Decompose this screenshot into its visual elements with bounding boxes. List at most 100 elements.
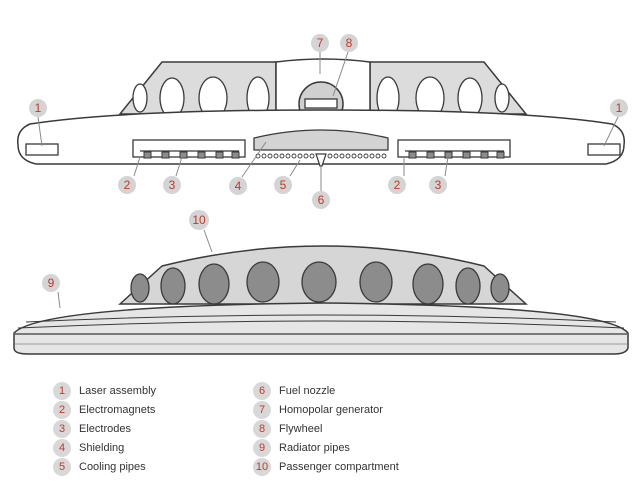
cooling-pipe	[309, 153, 315, 159]
legend-item: 5 Cooling pipes	[53, 457, 146, 477]
fuel-nozzle	[315, 153, 327, 167]
window-oval	[494, 83, 510, 113]
svg-text:7: 7	[317, 36, 324, 50]
cooling-pipe	[279, 153, 285, 159]
cooling-pipe	[261, 153, 267, 159]
callout-7: 7	[311, 34, 329, 52]
electrode	[161, 151, 170, 159]
electrode	[231, 151, 240, 159]
callouts: 1 1 7 8 2 3 4 5 6 2 3 10 9	[29, 34, 628, 292]
porthole	[130, 273, 150, 303]
svg-text:8: 8	[346, 36, 353, 50]
legend-number-badge: 2	[53, 401, 71, 419]
svg-text:3: 3	[169, 178, 176, 192]
svg-text:3: 3	[435, 178, 442, 192]
legend-item: 4 Shielding	[53, 438, 124, 458]
porthole	[160, 267, 186, 305]
callout-1-right: 1	[610, 99, 628, 117]
legend-item: 6 Fuel nozzle	[253, 381, 335, 401]
callout-3-left: 3	[163, 176, 181, 194]
exterior-view	[13, 245, 629, 355]
porthole	[455, 267, 481, 305]
leader-lines	[37, 51, 619, 309]
legend-item: 2 Electromagnets	[53, 400, 155, 420]
callout-1-left: 1	[29, 99, 47, 117]
svg-text:1: 1	[35, 101, 42, 115]
cooling-pipe	[381, 153, 387, 159]
legend-item: 1 Laser assembly	[53, 381, 156, 401]
legend-number-badge: 1	[53, 382, 71, 400]
cooling-pipe	[357, 153, 363, 159]
legend-number-badge: 9	[253, 439, 271, 457]
callout-5: 5	[274, 176, 292, 194]
electrode	[143, 151, 152, 159]
legend-item: 10 Passenger compartment	[253, 457, 399, 477]
porthole	[490, 273, 510, 303]
legend-label: Cooling pipes	[79, 461, 146, 473]
legend-number-badge: 10	[253, 458, 271, 476]
cooling-pipe	[285, 153, 291, 159]
cooling-pipe	[303, 153, 309, 159]
cooling-pipe	[297, 153, 303, 159]
cooling-pipes	[255, 153, 387, 159]
legend-item: 9 Radiator pipes	[253, 438, 350, 458]
cooling-pipe	[273, 153, 279, 159]
electrode	[215, 151, 224, 159]
cooling-pipe	[267, 153, 273, 159]
laser-assembly-right	[587, 143, 621, 156]
cooling-pipe	[327, 153, 333, 159]
legend-label: Passenger compartment	[279, 461, 399, 473]
cross-section-view	[17, 58, 625, 167]
electrode	[179, 151, 188, 159]
electrodes-left	[143, 151, 240, 159]
electrode	[408, 151, 417, 159]
legend-number-badge: 5	[53, 458, 71, 476]
electrode	[496, 151, 505, 159]
shielding	[253, 129, 389, 151]
electrode	[426, 151, 435, 159]
legend-number-badge: 3	[53, 420, 71, 438]
svg-text:9: 9	[48, 276, 55, 290]
electrode	[444, 151, 453, 159]
flywheel-slot	[304, 98, 338, 109]
cooling-pipe	[369, 153, 375, 159]
callout-6: 6	[312, 191, 330, 209]
legend-label: Flywheel	[279, 423, 323, 435]
electrode	[197, 151, 206, 159]
legend-label: Laser assembly	[79, 385, 157, 397]
cooling-pipe	[339, 153, 345, 159]
electrode	[462, 151, 471, 159]
svg-text:1: 1	[616, 101, 623, 115]
radiator-pipe	[25, 314, 617, 323]
callout-8: 8	[340, 34, 358, 52]
porthole	[198, 263, 230, 305]
legend-label: Electrodes	[79, 423, 131, 435]
legend-label: Homopolar generator	[279, 404, 383, 416]
legend-item: 3 Electrodes	[53, 419, 131, 439]
cooling-pipe	[363, 153, 369, 159]
porthole	[246, 261, 280, 303]
callout-2-right: 2	[388, 176, 406, 194]
legend-label: Radiator pipes	[279, 442, 350, 454]
legend-number-badge: 6	[253, 382, 271, 400]
electrode	[480, 151, 489, 159]
svg-text:4: 4	[235, 179, 242, 193]
legend-number-badge: 7	[253, 401, 271, 419]
callout-2-left: 2	[118, 176, 136, 194]
cooling-pipe	[333, 153, 339, 159]
legend-number-badge: 8	[253, 420, 271, 438]
legend-label: Shielding	[79, 442, 125, 454]
cooling-pipe	[351, 153, 357, 159]
legend-label: Fuel nozzle	[279, 385, 336, 397]
radiator-pipe	[17, 320, 625, 329]
svg-text:5: 5	[280, 178, 287, 192]
callout-10: 10	[189, 210, 209, 230]
cooling-pipe	[291, 153, 297, 159]
svg-text:10: 10	[192, 213, 206, 227]
cooling-pipe	[375, 153, 381, 159]
porthole	[412, 263, 444, 305]
callout-9: 9	[42, 274, 60, 292]
svg-text:2: 2	[124, 178, 131, 192]
callout-3-right: 3	[429, 176, 447, 194]
